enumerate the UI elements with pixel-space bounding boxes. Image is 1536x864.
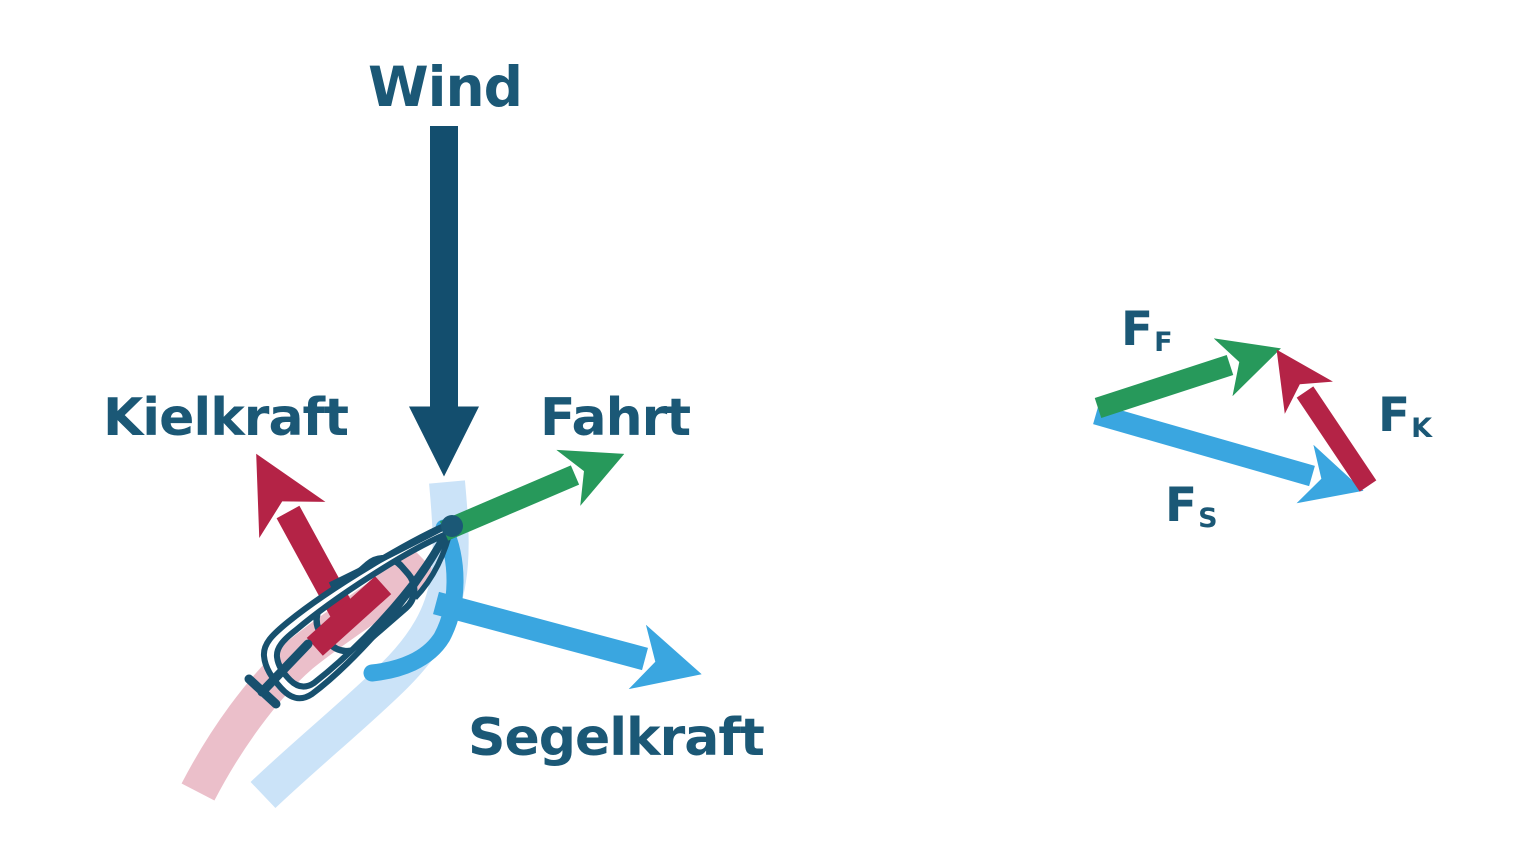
vector-fs-label-main: F [1165, 478, 1198, 533]
vector-ff-label: FF [1121, 306, 1173, 356]
drive-arrow [439, 449, 625, 541]
bow-dot [441, 515, 463, 537]
vector-ff-arrow [1094, 338, 1281, 418]
vector-ff-label-sub: F [1154, 327, 1173, 358]
boat-force-diagram [181, 126, 702, 809]
force-vector-triangle [1093, 338, 1377, 504]
sail-force-arrow [433, 591, 702, 690]
sail-force-label: Segelkraft [468, 708, 765, 768]
vector-ff-label-main: F [1121, 302, 1154, 357]
vector-fk-arrow [1276, 349, 1377, 492]
sail-band [363, 519, 464, 682]
vector-fk-label: FK [1378, 392, 1432, 442]
drive-label: Fahrt [540, 388, 691, 448]
wind-label: Wind [368, 55, 523, 119]
tiller [244, 639, 313, 709]
vector-fs-label-sub: S [1198, 503, 1218, 534]
keel-force-tail-bar [306, 576, 392, 656]
vector-fs-arrow [1093, 403, 1364, 504]
vector-fk-label-sub: K [1411, 413, 1433, 444]
vector-fs-label: FS [1165, 482, 1218, 532]
vector-fk-label-main: F [1378, 388, 1411, 443]
keel-force-label: Kielkraft [103, 388, 349, 448]
